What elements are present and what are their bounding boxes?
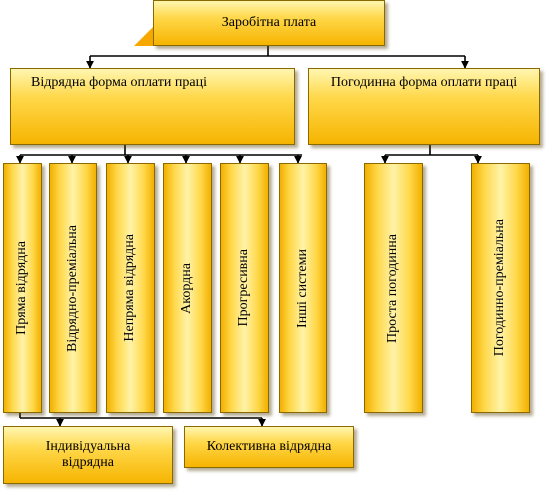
piece-rate-form-box: Відрядна форма оплати праці [10,68,295,145]
individual-piece-rate-box: Індивідуальна відрядна [3,426,173,484]
individual-piece-rate-label: Індивідуальна відрядна [45,438,131,470]
salary-root-label: Заробітна плата [221,14,317,30]
piece-rate-bonus-box: Відрядно-преміальна [49,163,97,413]
simple-time-rate-box: Проста погодинна [364,163,423,413]
other-systems-label: Інші системи [294,248,310,328]
other-systems-box: Інші системи [279,163,327,413]
piece-rate-form-label: Відрядна форма оплати праці [31,75,207,90]
progressive-box: Прогресивна [220,163,269,413]
time-rate-form-label: Погодинна форма оплати праці [330,75,518,90]
progressive-label: Прогресивна [236,249,252,327]
direct-piece-rate-label: Пряма відрядна [14,241,30,335]
lump-sum-label: Акордна [179,262,195,314]
direct-piece-rate-box: Пряма відрядна [3,163,42,413]
salary-root-box: Заробітна плата [153,0,385,46]
collective-piece-rate-label: Колективна відрядна [206,438,332,454]
time-rate-bonus-box: Погодинно-преміальна [471,163,530,413]
indirect-piece-rate-box: Непряма відрядна [106,163,155,413]
lump-sum-box: Акордна [163,163,212,413]
time-rate-form-box: Погодинна форма оплати праці [308,68,540,145]
collective-piece-rate-box: Колективна відрядна [184,426,354,468]
piece-rate-bonus-label: Відрядно-преміальна [64,224,80,352]
simple-time-rate-label: Проста погодинна [385,233,401,343]
indirect-piece-rate-label: Непряма відрядна [122,234,138,342]
time-rate-bonus-label: Погодинно-преміальна [492,219,508,357]
